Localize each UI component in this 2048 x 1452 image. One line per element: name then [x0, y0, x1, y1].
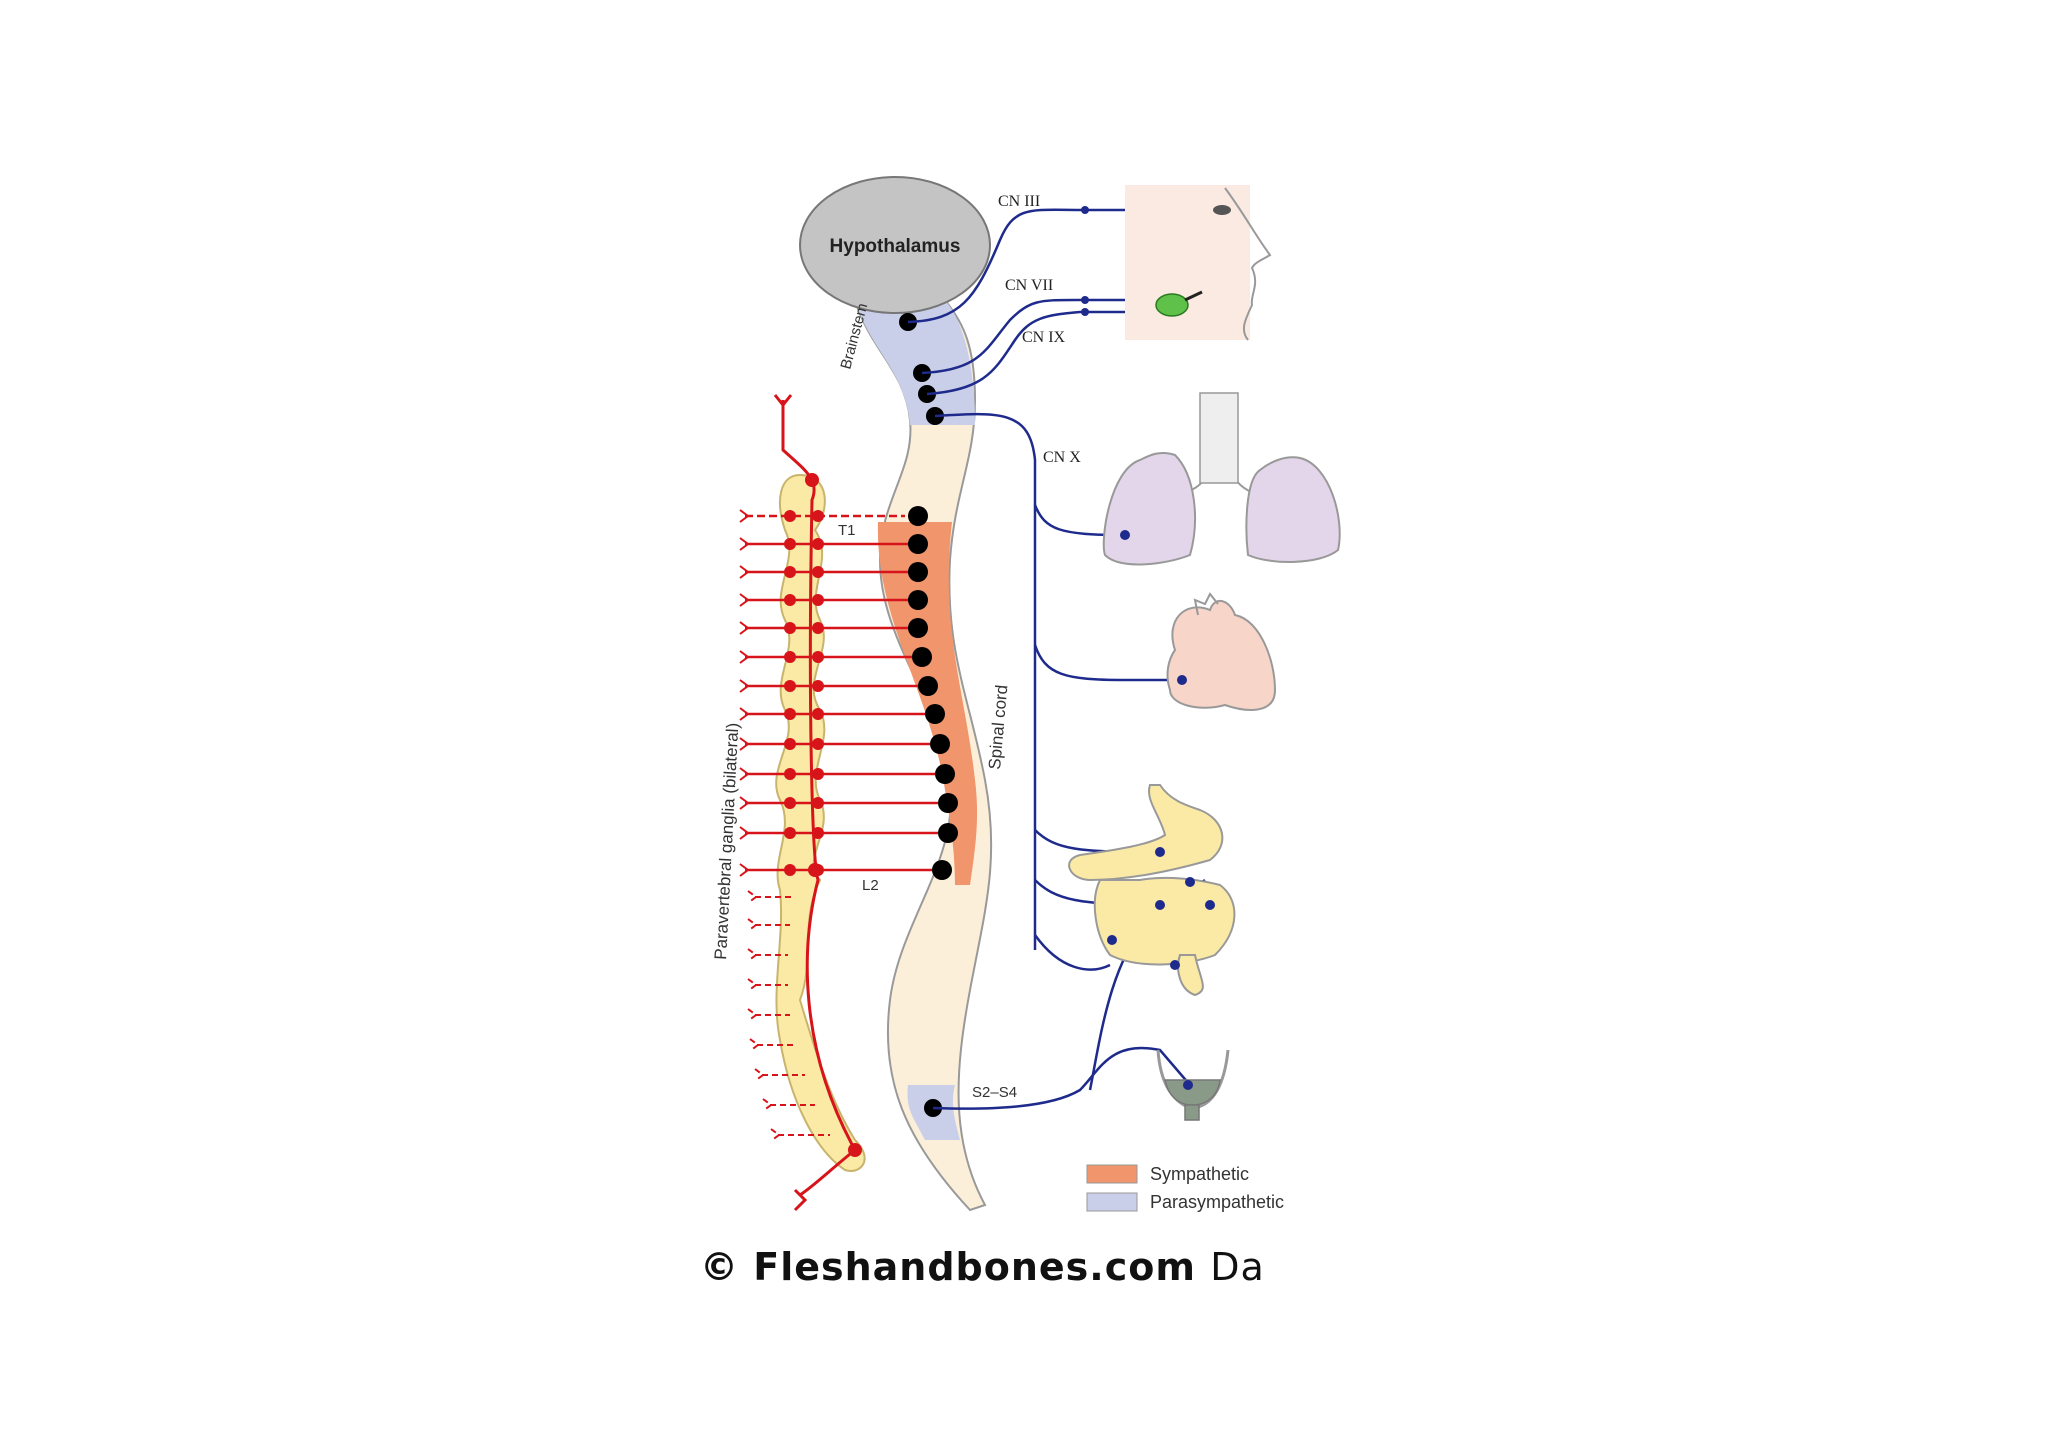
spinal-cord-label: Spinal cord: [985, 684, 1011, 770]
sympathetic-row: [739, 562, 928, 582]
brainstem-label: Brainstem: [837, 301, 871, 371]
copyright-text: © Fleshandbones.com: [700, 1245, 1196, 1289]
hypothalamus-label: Hypothalamus: [830, 236, 961, 257]
sympathetic-row: [739, 764, 955, 784]
sympathetic-row: [739, 590, 928, 610]
sympathetic-fiber-top: [773, 394, 793, 408]
sympathetic-row: [739, 618, 928, 638]
l2-label: L2: [862, 877, 879, 894]
sympathetic-region: [877, 522, 978, 885]
hypothalamus: [799, 176, 991, 314]
legend-label-sympathetic: Sympathetic: [1150, 1164, 1249, 1184]
paravertebral-ganglia-chain: [775, 473, 866, 1172]
sympathetic-row: [739, 793, 958, 813]
cn7-label: CN VII: [1005, 277, 1053, 294]
sympathetic-row: [739, 823, 958, 843]
cn9-label: CN IX: [1022, 329, 1066, 346]
lungs-illustration: [1102, 392, 1341, 566]
bladder-illustration: [1156, 1049, 1230, 1121]
legend-swatch-sympathetic: [1086, 1164, 1138, 1184]
sympathetic-row: [739, 506, 928, 526]
sympathetic-row: [739, 676, 938, 696]
sympathetic-row: [739, 860, 952, 880]
sympathetic-row: [739, 704, 945, 724]
legend: Sympathetic Parasympathetic: [1086, 1164, 1284, 1212]
sympathetic-row: [739, 734, 950, 754]
gi-tract-illustration: [1068, 784, 1236, 997]
ganglion-top: [805, 473, 819, 487]
sacral-label: S2–S4: [972, 1084, 1017, 1101]
heart-illustration: [1166, 592, 1277, 711]
t1-label: T1: [838, 522, 856, 539]
sympathetic-row: [739, 647, 932, 667]
legend-swatch-parasympathetic: [1086, 1192, 1138, 1212]
ganglion-bottom: [848, 1143, 862, 1157]
legend-label-parasympathetic: Parasympathetic: [1150, 1192, 1284, 1212]
sympathetic-rows: [739, 506, 958, 880]
salivary-gland: [1155, 293, 1189, 317]
copyright-tail: Da: [1210, 1245, 1265, 1289]
copyright-footer: © Fleshandbones.com Da: [700, 1245, 1400, 1295]
cn3-label: CN III: [998, 193, 1040, 210]
brainstem-region: [855, 300, 975, 425]
cn10-label: CN X: [1043, 449, 1081, 466]
ganglia-label: Paravertebral ganglia (bilateral): [711, 722, 742, 960]
lower-chain-fibers: [747, 890, 830, 1142]
sympathetic-fiber-bottom: [793, 1188, 808, 1212]
sympathetic-row: [739, 534, 928, 554]
face-illustration: [1081, 185, 1272, 341]
